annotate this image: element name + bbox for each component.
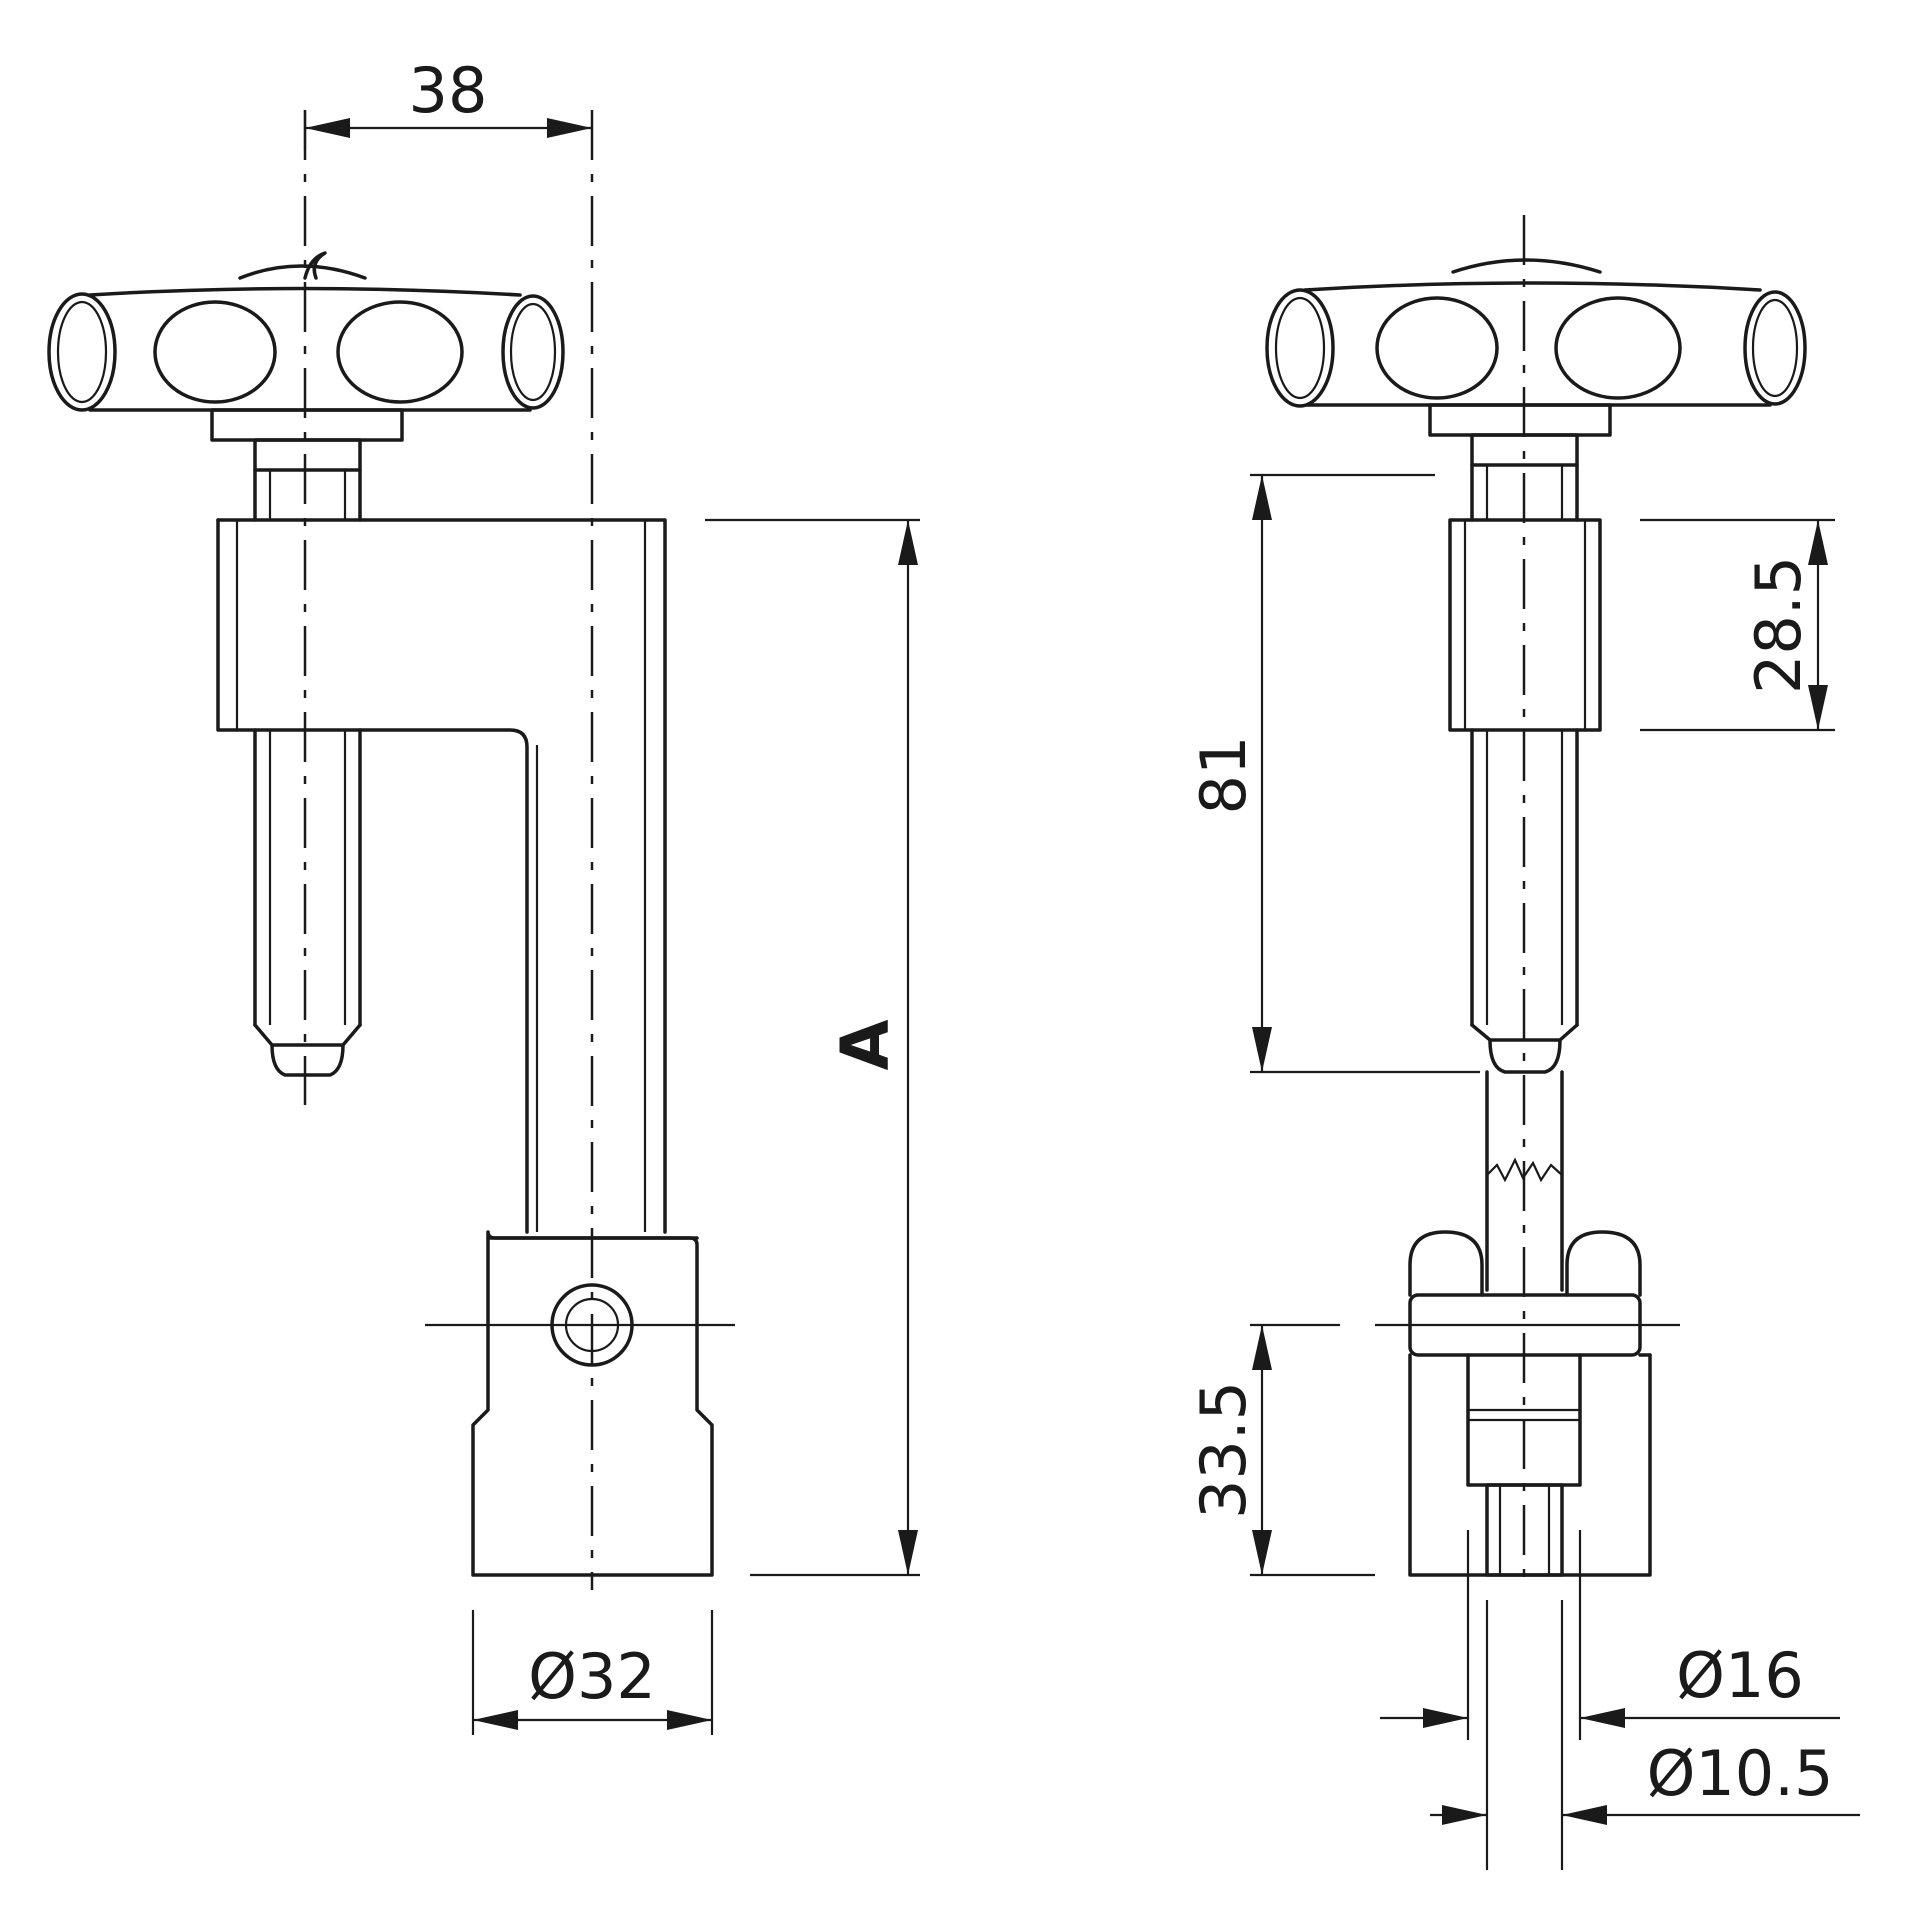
dim-10-5: Ø10.5 <box>1430 1600 1860 1870</box>
dim-81-label: 81 <box>1187 736 1260 815</box>
left-view: 38 A Ø32 <box>47 54 920 1735</box>
dim-a-label: A <box>827 1019 904 1070</box>
dim-16-label: Ø16 <box>1676 1639 1804 1712</box>
dim-32: Ø32 <box>471 1610 714 1735</box>
dim-a: A <box>705 518 920 1577</box>
dim-33-5: 33.5 <box>1187 1323 1375 1577</box>
left-pin <box>253 438 362 1077</box>
left-base <box>425 1230 735 1577</box>
dim-32-label: Ø32 <box>528 1640 656 1713</box>
dim-33-5-label: 33.5 <box>1187 1381 1260 1519</box>
right-star-knob <box>1265 258 1807 437</box>
left-bracket <box>216 518 667 1234</box>
right-view: 81 28.5 33.5 Ø16 <box>1187 215 1860 1870</box>
dim-81: 81 <box>1187 473 1480 1074</box>
dim-28-5: 28.5 <box>1640 518 1835 732</box>
dim-16: Ø16 <box>1380 1530 1840 1740</box>
dim-28-5-label: 28.5 <box>1742 556 1815 694</box>
right-clamp <box>1375 1230 1680 1577</box>
dim-38: 38 <box>303 54 592 150</box>
dim-38-label: 38 <box>409 54 488 127</box>
left-star-knob <box>47 251 565 442</box>
dim-10-5-label: Ø10.5 <box>1647 1737 1834 1810</box>
